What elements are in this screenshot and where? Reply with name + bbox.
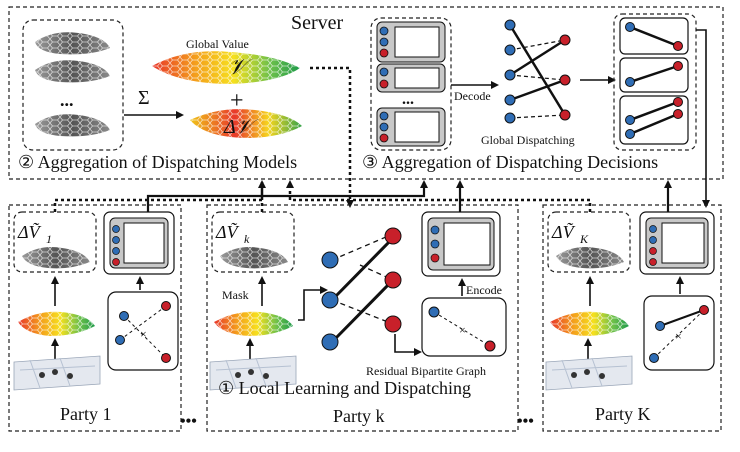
party-1-label: Party 1 — [60, 404, 112, 424]
delta-value-map — [190, 109, 302, 138]
party-k-gray-map — [220, 247, 288, 269]
dots-between-1-k: ••• — [180, 413, 197, 430]
decision-matrix-ellipsis: ... — [402, 91, 414, 108]
party-1-gray-map — [22, 247, 90, 269]
decode-label: Decode — [454, 89, 491, 103]
svg-text:×: × — [140, 327, 147, 341]
party-K-gray-map — [556, 247, 624, 269]
aggregation-models-label: ② Aggregation of Dispatching Models — [18, 152, 297, 172]
delta-value-symbol: Δ𝒱 — [223, 116, 259, 138]
gray-map-3 — [35, 114, 110, 137]
global-value-map — [152, 51, 300, 84]
gray-map-2 — [35, 60, 110, 83]
decisions-to-party-K-arrow — [696, 29, 710, 208]
party-K-delta-symbol: ΔṼ — [551, 222, 576, 242]
party-K-bipartite: × — [643, 295, 715, 371]
party-k-heat-map — [214, 311, 293, 336]
party-K-label: Party K — [595, 404, 651, 424]
server-box — [8, 6, 724, 180]
svg-text:×: × — [459, 323, 466, 337]
global-value-to-party-k-dotted — [310, 66, 354, 208]
party-k-encode-label: Encode — [466, 283, 502, 297]
party-1-box — [8, 204, 182, 432]
party-K-delta-panel — [547, 211, 631, 273]
party-1-delta-subscript: 1 — [46, 232, 52, 246]
model-stack-panel — [22, 19, 124, 151]
party-k-delta-symbol: ΔṼ — [215, 222, 240, 242]
party-1-bipartite: × — [107, 291, 179, 371]
party-K-heat-map — [550, 311, 629, 336]
party-K-city-map — [545, 355, 633, 391]
decision-box-2 — [619, 57, 689, 93]
global-dispatching-label: Global Dispatching — [481, 133, 575, 147]
party-1-matrix — [103, 211, 175, 275]
party-K-matrix — [639, 211, 715, 275]
party-K-box — [542, 204, 722, 432]
party-K-delta-to-server-dotted — [286, 180, 592, 212]
party-K-delta-subscript: K — [579, 232, 589, 246]
party-k-label: Party k — [333, 406, 385, 426]
sigma-symbol: Σ — [138, 87, 150, 109]
global-dispatching-graph — [504, 19, 571, 124]
decision-matrix-1 — [376, 21, 446, 63]
model-stack-ellipsis: ... — [60, 90, 74, 110]
server-title: Server — [291, 12, 344, 34]
party-1-city-map — [13, 355, 101, 391]
party-1-matrix-to-server — [146, 180, 428, 212]
party-k-city-map — [209, 355, 297, 391]
local-learning-label: ① Local Learning and Dispatching — [218, 378, 471, 398]
party-k-residual-graph: × — [421, 297, 507, 357]
aggregation-decisions-label: ③ Aggregation of Dispatching Decisions — [362, 152, 658, 172]
party-k-heat-to-graph-arrow — [298, 286, 328, 321]
decision-matrix-2 — [376, 63, 446, 93]
gray-map-1 — [35, 32, 110, 55]
party-1-delta-panel — [13, 211, 97, 273]
svg-text:×: × — [675, 329, 682, 343]
party-k-delta-subscript: k — [244, 232, 250, 246]
decision-box-3 — [619, 95, 689, 145]
party-1-delta-symbol: ΔṼ — [17, 222, 42, 242]
residual-bipartite-label: Residual Bipartite Graph — [366, 364, 486, 378]
party-k-mask-label: Mask — [222, 288, 249, 302]
party-k-box — [206, 204, 519, 432]
dots-between-k-K: ••• — [517, 413, 534, 430]
decision-box-1 — [619, 17, 689, 55]
plus-symbol: + — [230, 88, 244, 114]
party-k-local-graph — [321, 227, 402, 351]
decision-matrix-3 — [376, 107, 446, 147]
party-k-matrix — [421, 211, 501, 277]
party-1-heat-map — [18, 311, 95, 336]
party-k-delta-panel — [211, 211, 295, 273]
global-value-label: Global Value — [186, 37, 249, 51]
party-k-graph-to-residual-arrow — [394, 334, 422, 356]
decisions-matrix-panel — [370, 17, 452, 151]
